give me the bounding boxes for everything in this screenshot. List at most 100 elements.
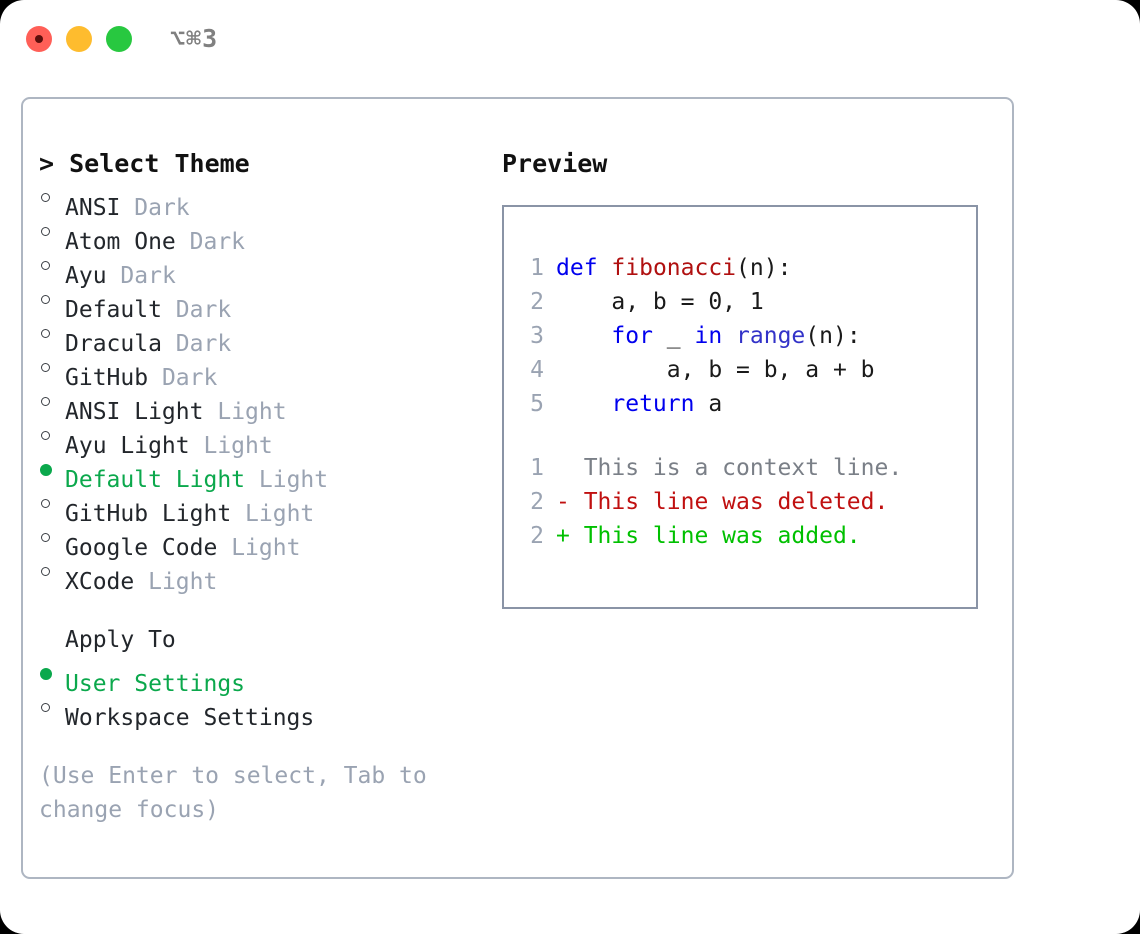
code-line: 3 for _ in range(n): xyxy=(514,319,968,353)
code-token: (n): xyxy=(805,323,861,349)
theme-name-label: GitHub xyxy=(65,365,149,391)
theme-list-item[interactable]: Ayu Light Light xyxy=(39,419,499,459)
code-line: 4 a, b = b, a + b xyxy=(514,353,968,387)
radio-unselected-icon xyxy=(39,181,65,215)
radio-unselected-icon xyxy=(39,283,65,317)
theme-name-label: Google Code xyxy=(65,535,218,561)
radio-unselected-icon xyxy=(39,691,65,725)
theme-category-label: Light xyxy=(258,467,329,493)
theme-name-label: Ayu Light xyxy=(65,433,190,459)
theme-list-item[interactable]: XCode Light xyxy=(39,555,499,595)
theme-category-label: Dark xyxy=(120,263,176,289)
code-token: a, b = 0, 1 xyxy=(556,289,764,315)
apply-to-header: Apply To xyxy=(39,623,499,657)
code-text: for _ in range(n): xyxy=(556,319,861,353)
radio-unselected-icon xyxy=(39,521,65,555)
theme-list-item[interactable]: Atom One Dark xyxy=(39,215,499,255)
line-number: 2 xyxy=(530,489,544,515)
radio-unselected-icon xyxy=(39,215,65,249)
keyboard-shortcut-label: ⌥⌘3 xyxy=(170,24,219,53)
theme-name-label: ANSI Light xyxy=(65,399,204,425)
minimize-window-button[interactable] xyxy=(66,26,92,52)
code-token xyxy=(556,391,611,417)
line-number: 4 xyxy=(530,357,544,383)
radio-selected-icon xyxy=(39,453,65,487)
theme-list-item[interactable]: ANSI Light Light xyxy=(39,385,499,425)
code-token xyxy=(598,255,612,281)
preview-header: Preview xyxy=(502,149,608,178)
radio-unselected-icon xyxy=(39,249,65,283)
theme-category-label: Dark xyxy=(189,229,246,255)
code-token: a, b = b, a + b xyxy=(556,357,875,383)
code-token: fibonacci xyxy=(611,255,737,281)
line-number: 1 xyxy=(530,455,544,481)
code-text: a, b = b, a + b xyxy=(556,353,875,387)
radio-unselected-icon xyxy=(39,317,65,351)
theme-list-item[interactable]: ANSI Dark xyxy=(39,181,499,221)
apply-to-item[interactable]: User Settings xyxy=(39,657,499,697)
radio-unselected-icon xyxy=(39,385,65,419)
theme-category-label: Light xyxy=(231,535,301,561)
apply-to-header-label: Apply To xyxy=(65,627,176,653)
radio-selected-icon xyxy=(39,657,65,691)
diff-text-add: + This line was added. xyxy=(556,523,861,549)
theme-list-item[interactable]: Ayu Dark xyxy=(39,249,499,289)
diff-text-ctx: This is a context line. xyxy=(556,455,903,481)
theme-name-label: Dracula xyxy=(65,331,162,357)
theme-name-label: ANSI xyxy=(65,195,121,221)
theme-list-item[interactable]: Default Dark xyxy=(39,283,499,323)
line-number: 3 xyxy=(530,323,544,349)
theme-list-item[interactable]: Default Light Light xyxy=(39,453,499,493)
diff-line: 1 This is a context line. xyxy=(514,451,968,485)
theme-name-label: Ayu xyxy=(65,263,107,289)
code-token xyxy=(722,323,736,349)
apply-to-label: Workspace Settings xyxy=(65,705,315,731)
diff-text-del: - This line was deleted. xyxy=(556,489,889,515)
code-token: a xyxy=(694,391,723,417)
theme-category-label: Light xyxy=(203,433,273,459)
radio-unselected-icon xyxy=(39,555,65,589)
line-number: 5 xyxy=(530,391,544,417)
theme-name-label: Default Light xyxy=(65,467,246,493)
line-number: 2 xyxy=(530,289,544,315)
theme-name-label: GitHub Light xyxy=(65,501,232,527)
maximize-window-button[interactable] xyxy=(106,26,132,52)
radio-unselected-icon xyxy=(39,487,65,521)
theme-name-label: Default xyxy=(65,297,162,323)
radio-unselected-icon xyxy=(39,351,65,385)
code-token: def xyxy=(556,255,598,281)
theme-category-label: Dark xyxy=(134,195,190,221)
code-line: 5 return a xyxy=(514,387,968,421)
preview-section-gap xyxy=(514,421,968,451)
keyboard-hint-text: (Use Enter to select, Tab to change focu… xyxy=(39,763,441,823)
theme-list-item[interactable]: Dracula Dark xyxy=(39,317,499,357)
code-token: range xyxy=(736,323,806,349)
close-window-button[interactable] xyxy=(26,26,52,52)
code-token xyxy=(556,323,611,349)
code-token: return xyxy=(611,391,695,417)
theme-category-label: Dark xyxy=(175,297,232,323)
code-token: (n): xyxy=(736,255,792,281)
code-token: _ xyxy=(652,323,695,349)
code-token: in xyxy=(694,323,723,349)
radio-unselected-icon xyxy=(39,419,65,453)
code-line: 2 a, b = 0, 1 xyxy=(514,285,968,319)
theme-category-label: Light xyxy=(148,569,218,595)
theme-list-item[interactable]: Google Code Light xyxy=(39,521,499,561)
apply-to-item[interactable]: Workspace Settings xyxy=(39,691,499,731)
diff-line: 2 - This line was deleted. xyxy=(514,485,968,519)
theme-list-item[interactable]: GitHub Light Light xyxy=(39,487,499,527)
theme-category-label: Light xyxy=(217,399,287,425)
theme-list-item[interactable]: GitHub Dark xyxy=(39,351,499,391)
theme-name-label: Atom One xyxy=(65,229,176,255)
code-text: def fibonacci(n): xyxy=(556,251,791,285)
